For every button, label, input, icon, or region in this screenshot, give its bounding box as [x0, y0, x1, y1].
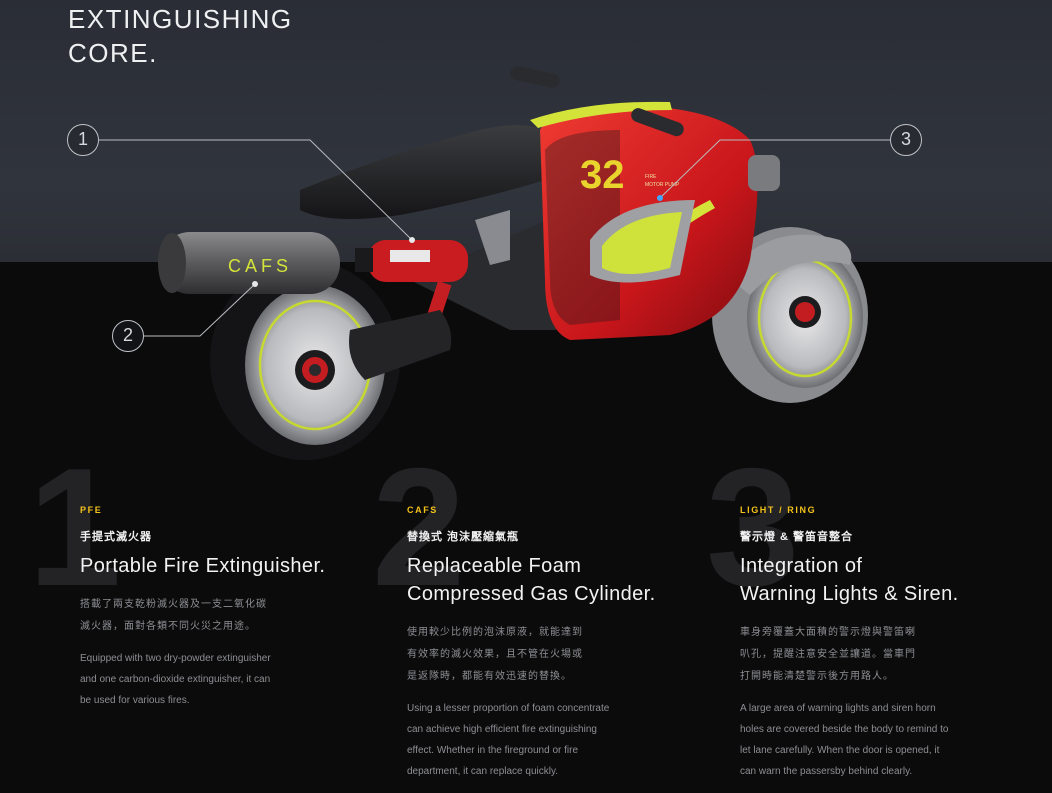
- en-line: Using a lesser proportion of foam concen…: [407, 703, 610, 714]
- seat: [300, 125, 545, 219]
- feature-tag: PFE: [80, 505, 103, 515]
- feature-en-description: A large area of warning lights and siren…: [740, 698, 1020, 782]
- muffler: [349, 310, 452, 380]
- en-line: Equipped with two dry-powder extinguishe…: [80, 653, 271, 664]
- en-title-line: Replaceable Foam: [407, 555, 582, 577]
- page-title-line-1: EXTINGUISHING: [68, 4, 293, 34]
- feature-en-description: Using a lesser proportion of foam concen…: [407, 698, 707, 782]
- cafs-cylinder: CAFS: [158, 232, 340, 294]
- feature-tag: LIGHT / RING: [740, 505, 817, 515]
- feature-cn-description: 搭載了兩支乾粉滅火器及一支二氧化碳 滅火器，面對各類不同火災之用途。: [80, 594, 380, 638]
- en-line: and one carbon-dioxide extinguisher, it …: [80, 674, 271, 685]
- body-number: 32: [580, 153, 625, 197]
- en-line: can achieve high efficient fire extingui…: [407, 724, 597, 735]
- en-line: can warn the passersby behind clearly.: [740, 766, 913, 777]
- feature-2-big-number: 2: [372, 433, 465, 621]
- feature-cn-title: 替換式 泡沫壓縮氣瓶: [407, 531, 520, 543]
- callout-marker-3: 3: [890, 124, 922, 156]
- feature-en-description: Equipped with two dry-powder extinguishe…: [80, 648, 380, 711]
- page-title: EXTINGUISHING CORE.: [68, 2, 293, 70]
- en-line: let lane carefully. When the door is ope…: [740, 745, 940, 756]
- feature-cn-description: 車身旁覆蓋大面積的警示燈與警笛喇 叭孔，提醒注意安全並讓道。當車門 打開時能清楚…: [740, 622, 1020, 688]
- feature-3-big-number: 3: [706, 433, 799, 621]
- cn-line: 是返隊時，都能有效迅速的替換。: [407, 671, 572, 682]
- cn-line: 有效率的滅火效果，且不管在火場或: [407, 649, 583, 660]
- en-line: A large area of warning lights and siren…: [740, 703, 936, 714]
- feature-en-title: Portable Fire Extinguisher.: [80, 555, 326, 577]
- feature-cafs: CAFS 替換式 泡沫壓縮氣瓶 Replaceable Foam Compres…: [407, 503, 707, 782]
- feature-cn-title: 警示燈 & 警笛音整合: [740, 531, 854, 543]
- fire-extinguisher: [355, 240, 468, 282]
- en-title-line: Integration of: [740, 555, 863, 577]
- feature-tag: CAFS: [407, 505, 438, 515]
- cn-line: 車身旁覆蓋大面積的警示燈與警笛喇: [740, 627, 916, 638]
- feature-cn-description: 使用較少比例的泡沫原液，就能達到 有效率的滅火效果，且不管在火場或 是返隊時，都…: [407, 622, 707, 688]
- feature-en-title: Integration of Warning Lights & Siren.: [740, 552, 1020, 608]
- en-title-line: Warning Lights & Siren.: [740, 583, 959, 605]
- front-wheel: [712, 227, 868, 403]
- feature-light-ring: LIGHT / RING 警示燈 & 警笛音整合 Integration of …: [740, 503, 1020, 782]
- en-line: department, it can replace quickly.: [407, 766, 559, 777]
- cn-line: 搭載了兩支乾粉滅火器及一支二氧化碳: [80, 599, 267, 610]
- cn-line: 叭孔，提醒注意安全並讓道。當車門: [740, 649, 916, 660]
- callout-marker-1: 1: [67, 124, 99, 156]
- en-line: be used for various fires.: [80, 695, 190, 706]
- feature-en-title: Replaceable Foam Compressed Gas Cylinder…: [407, 552, 707, 608]
- en-title-line: Compressed Gas Cylinder.: [407, 583, 656, 605]
- body-small-text-2: MOTOR PUMP: [645, 182, 680, 188]
- callout-marker-2: 2: [112, 320, 144, 352]
- fire-motorcycle-illustration: CAFS 32 FIRE MOTOR PUMP: [158, 66, 868, 460]
- cn-line: 滅火器，面對各類不同火災之用途。: [80, 621, 256, 632]
- feature-cn-title: 手提式滅火器: [80, 531, 152, 543]
- en-line: effect. Whether in the fireground or fir…: [407, 745, 579, 756]
- feature-pfe: PFE 手提式滅火器 Portable Fire Extinguisher. 搭…: [80, 503, 380, 711]
- warning-light-grille: [590, 200, 695, 283]
- handlebar: [510, 66, 684, 137]
- feature-1-big-number: 1: [28, 433, 121, 621]
- cn-line: 使用較少比例的泡沫原液，就能達到: [407, 627, 583, 638]
- body-small-text-1: FIRE: [645, 174, 657, 180]
- headlight-pipe: [748, 155, 780, 191]
- cafs-label: CAFS: [228, 256, 292, 276]
- content-background: [0, 262, 1052, 793]
- page-title-line-2: CORE.: [68, 38, 158, 68]
- front-fender: [725, 234, 852, 295]
- cn-line: 打開時能清楚警示後方用路人。: [740, 671, 894, 682]
- en-line: holes are covered beside the body to rem…: [740, 724, 949, 735]
- rear-wheel: [210, 260, 400, 460]
